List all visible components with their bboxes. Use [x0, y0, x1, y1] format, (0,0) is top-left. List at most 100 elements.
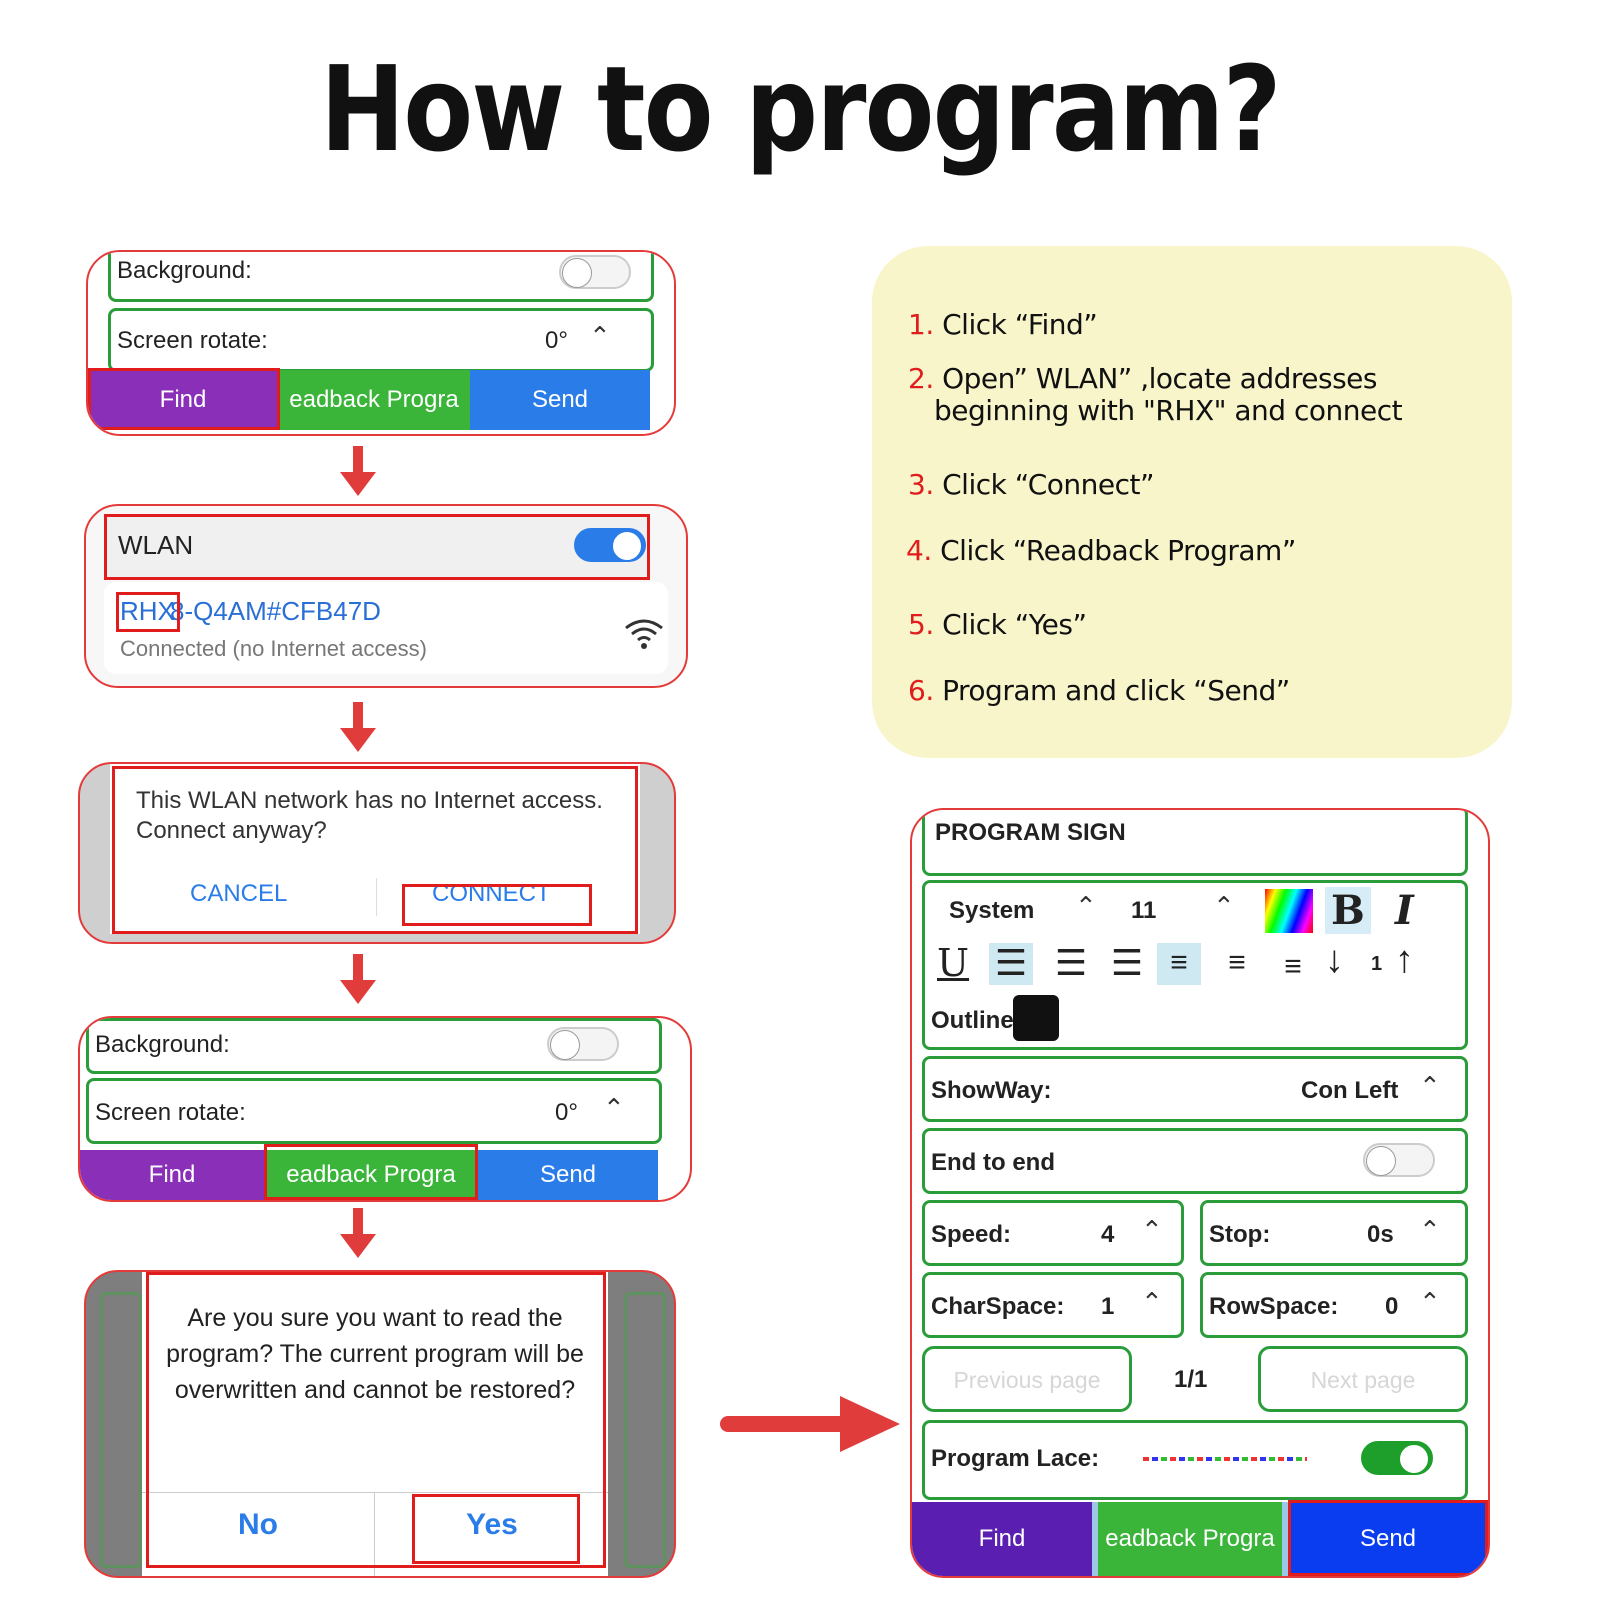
updown-chevron-icon[interactable]: ⌃ — [603, 1093, 625, 1123]
dialog-divider — [376, 878, 377, 916]
valign-bottom-icon[interactable]: ≡ — [1284, 950, 1302, 983]
rowspace-value: 0 — [1385, 1293, 1399, 1320]
highlight-dialog — [146, 1272, 606, 1568]
find-button[interactable]: Find — [80, 1150, 264, 1200]
rowspace-row: RowSpace: 0 ⌃ — [1200, 1272, 1468, 1338]
bottom-button-bar: Find eadback Progra Send — [912, 1502, 1488, 1576]
background-screen-right — [624, 1292, 666, 1568]
previous-page-label: Previous page — [953, 1367, 1101, 1393]
find-button[interactable]: Find — [88, 370, 278, 430]
align-right-icon[interactable]: ☰ — [1110, 942, 1144, 983]
highlight-connect — [402, 884, 592, 926]
cancel-button[interactable]: CANCEL — [190, 880, 288, 907]
network-item[interactable]: RHX 8-Q4AM#CFB47D Connected (no Internet… — [104, 582, 668, 674]
charspace-row: CharSpace: 1 ⌃ — [922, 1272, 1184, 1338]
find-button[interactable]: Find — [912, 1502, 1092, 1576]
panel-wlan-step: WLAN RHX 8-Q4AM#CFB47D Connected (no Int… — [84, 504, 688, 688]
network-ssid-rest: 8-Q4AM#CFB47D — [170, 596, 381, 626]
step-4: 4. Click “Readback Program” — [906, 534, 1296, 567]
size-updown-icon[interactable]: ⌃ — [1213, 891, 1235, 921]
arrow-up-icon[interactable]: ↑ — [1395, 939, 1414, 981]
outline-color-swatch[interactable] — [1013, 995, 1059, 1041]
bold-button[interactable]: B — [1325, 887, 1371, 934]
spacing-value: 1 — [1371, 953, 1383, 975]
valign-middle-icon[interactable]: ≡ — [1228, 946, 1246, 979]
readback-program-button[interactable]: eadback Progra — [1092, 1502, 1288, 1576]
italic-button[interactable]: I — [1395, 887, 1414, 934]
highlight-readback — [264, 1144, 478, 1200]
showway-label: ShowWay: — [931, 1077, 1052, 1104]
stop-updown-icon[interactable]: ⌃ — [1419, 1215, 1441, 1245]
background-toggle[interactable] — [547, 1027, 619, 1061]
updown-chevron-icon[interactable]: ⌃ — [589, 321, 611, 351]
rowspace-updown-icon[interactable]: ⌃ — [1419, 1287, 1441, 1317]
underline-button[interactable]: U — [937, 941, 970, 985]
step-1: 1. Click “Find” — [908, 308, 1098, 341]
font-size-value: 11 — [1131, 897, 1157, 924]
readback-confirm-dialog: Are you sure you want to read the progra… — [142, 1272, 608, 1576]
panel-find-step: Background: Screen rotate: 0° ⌃ Find ead… — [86, 250, 676, 436]
panel-connect-step: This WLAN network has no Internet access… — [78, 762, 676, 944]
down-arrow-icon — [340, 954, 376, 1004]
speed-updown-icon[interactable]: ⌃ — [1141, 1215, 1163, 1245]
program-lace-row: Program Lace: — [922, 1420, 1468, 1500]
step-5: 5. Click “Yes” — [908, 608, 1087, 641]
down-arrow-icon — [340, 702, 376, 752]
program-title: PROGRAM SIGN — [935, 819, 1126, 846]
page-indicator: 1/1 — [1174, 1366, 1208, 1393]
speed-value: 4 — [1101, 1221, 1115, 1248]
background-row: Background: — [108, 252, 654, 302]
end-to-end-toggle[interactable] — [1363, 1143, 1435, 1177]
readback-program-button[interactable]: eadback Progra — [264, 1150, 478, 1200]
screen-rotate-label: Screen rotate: — [95, 1099, 246, 1126]
connect-message: This WLAN network has no Internet access… — [136, 787, 603, 844]
program-lace-label: Program Lace: — [931, 1445, 1100, 1472]
program-lace-toggle[interactable] — [1361, 1441, 1433, 1475]
wlan-label: WLAN — [118, 530, 194, 560]
no-button[interactable]: No — [238, 1508, 278, 1541]
step-6: 6. Program and click “Send” — [908, 674, 1290, 707]
charspace-label: CharSpace: — [931, 1293, 1065, 1320]
speed-row: Speed: 4 ⌃ — [922, 1200, 1184, 1266]
background-label: Background: — [95, 1031, 230, 1058]
charspace-updown-icon[interactable]: ⌃ — [1141, 1287, 1163, 1317]
network-status: Connected (no Internet access) — [120, 636, 427, 661]
align-center-icon[interactable]: ☰ — [1054, 942, 1088, 983]
instructions-card: 1. Click “Find” 2. Open” WLAN” ,locate a… — [872, 246, 1512, 758]
send-button[interactable]: Send — [478, 1150, 658, 1200]
yes-button[interactable]: Yes — [466, 1508, 518, 1541]
text-format-box: System ⌃ 11 ⌃ B I U ☰ ☰ ☰ ≡ ≡ ≡ ↓ 1 ↑ Ou… — [922, 880, 1468, 1050]
arrow-down-icon[interactable]: ↓ — [1325, 939, 1344, 981]
screen-rotate-row: Screen rotate: 0° ⌃ — [108, 308, 654, 372]
outline-label: Outline — [931, 1007, 1014, 1034]
valign-top-icon[interactable]: ≡ — [1157, 943, 1201, 985]
stop-row: Stop: 0s ⌃ — [1200, 1200, 1468, 1266]
font-updown-icon[interactable]: ⌃ — [1075, 891, 1097, 921]
bottom-button-bar: Find eadback Progra Send — [80, 1150, 690, 1200]
dialog-divider-v — [374, 1492, 375, 1576]
readback-program-button[interactable]: eadback Progra — [278, 370, 470, 430]
next-page-label: Next page — [1310, 1367, 1416, 1393]
next-page-button[interactable]: Next page — [1258, 1346, 1468, 1412]
step-3: 3. Click “Connect” — [908, 468, 1155, 501]
wlan-toggle[interactable] — [574, 528, 646, 562]
color-palette-icon[interactable] — [1265, 889, 1313, 933]
charspace-value: 1 — [1101, 1293, 1115, 1320]
lace-pattern-preview — [1143, 1457, 1307, 1461]
down-arrow-icon — [340, 1208, 376, 1258]
bottom-button-bar: Find eadback Progra Send — [88, 370, 674, 430]
showway-updown-icon[interactable]: ⌃ — [1419, 1071, 1441, 1101]
highlight-rhx — [116, 592, 180, 632]
align-left-icon[interactable]: ☰ — [989, 943, 1033, 985]
highlight-yes — [412, 1494, 580, 1564]
readback-confirm-message: Are you sure you want to read the progra… — [166, 1304, 584, 1404]
previous-page-button[interactable]: Previous page — [922, 1346, 1132, 1412]
dialog-divider-h — [142, 1492, 608, 1493]
background-toggle[interactable] — [559, 255, 631, 289]
send-button[interactable]: Send — [470, 370, 650, 430]
send-button[interactable]: Send — [1288, 1502, 1488, 1576]
wifi-icon — [625, 619, 663, 649]
screen-rotate-value: 0° — [555, 1099, 578, 1126]
step-2-continued: beginning with "RHX" and connect — [934, 394, 1403, 427]
program-sign-panel: PROGRAM SIGN System ⌃ 11 ⌃ B I U ☰ ☰ ☰ ≡… — [910, 808, 1490, 1578]
